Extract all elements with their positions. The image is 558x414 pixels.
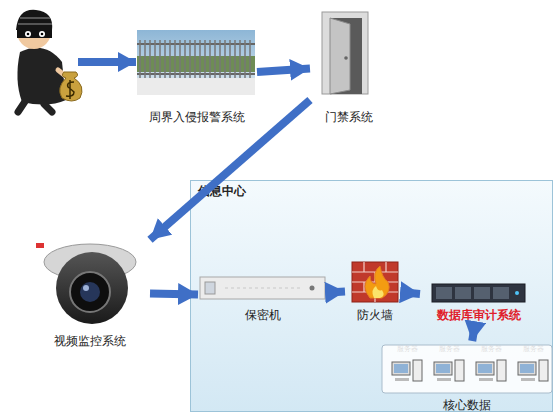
core-data-node: 核心数据服务器服务器服务器服务器: [380, 341, 553, 412]
fence-photo-part: [137, 30, 255, 95]
node-label: 门禁系统: [290, 110, 408, 124]
text-block: 视频监控系统: [10, 334, 170, 348]
server-node: 服务器: [512, 345, 554, 385]
encryptor-node: 保密机: [198, 270, 328, 322]
thief-figure-part: [17, 30, 52, 38]
audit-system-node: 数据库审计系统: [420, 276, 538, 322]
server-label: 服务器: [450, 345, 532, 354]
door-icon-part: [330, 18, 350, 94]
text-block: 门禁系统: [290, 110, 408, 124]
node-label: 核心数据: [360, 398, 558, 412]
fence-photo-part: [137, 44, 255, 74]
camera-icon: [36, 243, 136, 324]
thief-figure-part: [17, 15, 51, 49]
thief-figure-part: [66, 80, 74, 99]
text-block: 保密机: [178, 308, 348, 322]
camera-icon-part: [56, 252, 128, 324]
server-node: 服务器: [470, 345, 512, 385]
node-label: 保密机: [178, 308, 348, 322]
intrusion-alarm-node: 周界入侵报警系统: [137, 28, 257, 124]
server-node: 服务器: [386, 345, 428, 385]
server-label: 服务器: [492, 345, 558, 354]
text-block: 核心数据: [360, 398, 558, 412]
camera-icon-part: [80, 282, 100, 302]
thief-figure-part: [27, 33, 30, 36]
node-label: 信息中心: [198, 184, 246, 198]
door-icon-part: [322, 12, 368, 94]
text-block: 服务器: [492, 345, 558, 354]
text-block: 周界入侵报警系统: [117, 110, 277, 124]
thief-figure-part: [16, 10, 52, 30]
thief-figure-part: [25, 31, 31, 37]
fence-photo-part: [137, 78, 255, 95]
fence-photo-part: [137, 56, 255, 72]
text-block: 服务器: [366, 345, 448, 354]
camera-icon-part: [44, 244, 136, 280]
door-icon: [322, 12, 368, 94]
server-label: 服务器: [366, 345, 448, 354]
text-block: 信息中心: [198, 184, 246, 198]
node-label: 数据库审计系统: [400, 308, 558, 322]
info-center-band: 信息中心保密机防火墙数据库审计系统核心数据服务器服务器服务器服务器: [190, 180, 553, 412]
thief-figure-part: [18, 18, 52, 24]
node-label: 周界入侵报警系统: [117, 110, 277, 124]
thief-figure-part: [39, 31, 45, 37]
thief-figure-part: [41, 33, 44, 36]
server-node: 服务器: [428, 345, 470, 385]
server-label: 服务器: [408, 345, 490, 354]
text-block: 服务器: [450, 345, 532, 354]
camera-icon-part: [70, 272, 110, 312]
thief-figure-part: [58, 70, 68, 78]
text-block: 数据库审计系统: [400, 308, 558, 322]
door-icon-part: [344, 56, 348, 60]
text-block: 防火墙: [325, 308, 425, 322]
node-label: 防火墙: [325, 308, 425, 322]
video-surveillance-node: 视频监控系统: [30, 236, 150, 348]
fence-photo-part: [140, 40, 250, 78]
door-icon-part: [330, 18, 362, 94]
thief-figure: [16, 10, 82, 112]
thief-figure-part: [17, 48, 66, 105]
firewall-node: 防火墙: [345, 258, 405, 322]
node-label: 视频监控系统: [10, 334, 170, 348]
camera-icon-part: [36, 243, 44, 248]
flow-arrow: [78, 58, 136, 66]
access-control-node: 门禁系统: [310, 8, 388, 124]
fence-photo: [137, 30, 255, 95]
thief-figure-part: [18, 100, 52, 112]
thief-figure-part: [60, 72, 82, 101]
flow-arrow: [257, 69, 310, 72]
text-block: 服务器: [408, 345, 490, 354]
camera-icon-part: [83, 285, 89, 291]
